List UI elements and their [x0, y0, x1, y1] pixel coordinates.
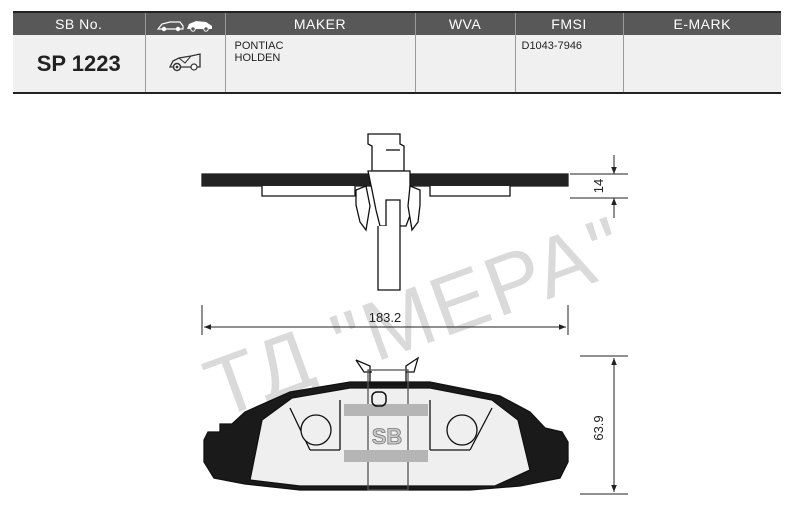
emark-cell — [622, 35, 781, 93]
front-axle-car-icon — [168, 53, 201, 72]
col-fmsi: FMSI — [514, 12, 623, 35]
maker-holden: HOLDEN — [234, 52, 281, 64]
header-row: SB No. MAKER WVA FMSI E-MARK — [13, 12, 781, 35]
spec-table: SB No. MAKER WVA FMSI E-MARK SP 1223 — [13, 11, 781, 94]
col-sb-no: SB No. — [13, 12, 145, 35]
sb-logo: SB — [372, 424, 403, 449]
width-dimension — [201, 305, 569, 335]
fmsi-code: D1043-7946 — [521, 40, 583, 52]
height-label: 63.9 — [591, 415, 606, 440]
data-row: SP 1223 PONTIAC HOLDEN D1043-7946 — [13, 35, 781, 93]
col-axle — [144, 12, 225, 35]
maker-pontiac: PONTIAC — [234, 40, 284, 52]
wva-cell — [414, 35, 515, 93]
car-axle-icon — [156, 21, 212, 32]
col-wva: WVA — [414, 12, 515, 35]
col-maker: MAKER — [224, 12, 415, 35]
height-dimension — [580, 355, 628, 495]
col-emark: E-MARK — [622, 12, 781, 35]
maker-cell: PONTIAC HOLDEN — [224, 35, 415, 93]
width-label: 183.2 — [369, 310, 402, 325]
thickness-dimension — [570, 155, 628, 218]
sb-number: SP 1223 — [13, 35, 145, 93]
thickness-label: 14 — [591, 179, 606, 193]
front-view — [203, 356, 569, 491]
top-view — [201, 133, 569, 291]
axle-cell — [144, 35, 225, 93]
fmsi-cell: D1043-7946 — [514, 35, 623, 93]
